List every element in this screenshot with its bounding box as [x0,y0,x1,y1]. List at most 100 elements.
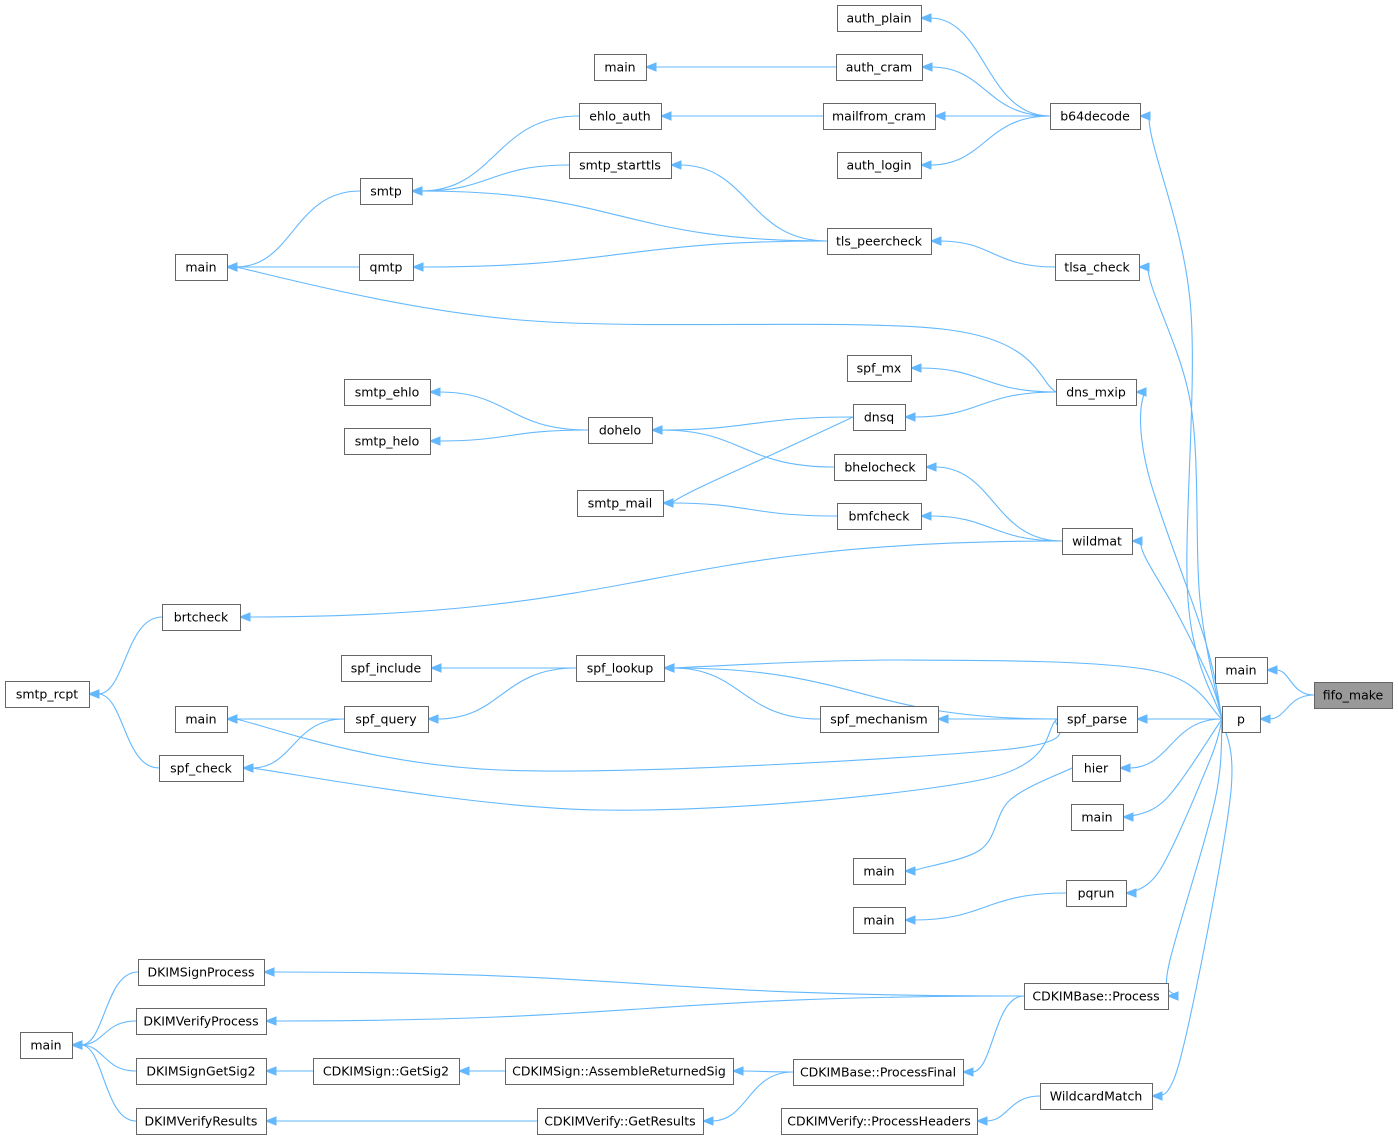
node-label: auth_cram [846,60,913,75]
node-dkim-verifyresults[interactable]: DKIMVerifyResults [136,1108,267,1135]
node-cdkim-process[interactable]: CDKIMBase::Process [1024,983,1169,1010]
node-dkim-signgetsig2[interactable]: DKIMSignGetSig2 [136,1058,267,1085]
edge-line [1159,718,1233,1097]
edge-hier-to-p [1118,718,1223,773]
node-auth-plain[interactable]: auth_plain [837,5,922,32]
edge-line [420,115,580,192]
node-smtp-mail[interactable]: smtp_mail [577,490,664,517]
node-spf-mechanism[interactable]: spf_mechanism [820,706,939,733]
node-dohelo[interactable]: dohelo [588,417,653,444]
node-dnsq[interactable]: dnsq [853,404,906,431]
node-spf-lookup[interactable]: spf_lookup [576,655,665,682]
edge-pqrun-to-p [1124,718,1223,898]
node-pqrun[interactable]: pqrun [1066,880,1127,907]
node-spf-check[interactable]: spf_check [159,755,244,782]
node-bmfcheck[interactable]: bmfcheck [837,503,922,530]
node-label: DKIMSignProcess [148,965,255,980]
node-spf-mx[interactable]: spf_mx [847,355,912,382]
node-label: dns_mxip [1066,385,1126,400]
node-main-sq[interactable]: main [175,254,228,281]
node-label: wildmat [1072,534,1122,549]
node-label: CDKIMSign::GetSig2 [323,1064,449,1079]
arrowhead-icon [731,1066,744,1076]
edge-line [235,266,1057,393]
edge-line [80,971,139,1046]
node-label: DKIMSignGetSig2 [146,1064,255,1079]
arrowhead-icon [920,62,933,72]
node-smtp-ehlo[interactable]: smtp_ehlo [344,379,431,406]
node-cdkimverify-getresults[interactable]: CDKIMVerify::GetResults [537,1108,704,1135]
arrowhead-icon [650,425,663,435]
node-main-hier[interactable]: main [853,858,906,885]
node-qmtp[interactable]: qmtp [359,254,414,281]
node-b64decode[interactable]: b64decode [1050,103,1141,130]
node-spf-parse[interactable]: spf_parse [1057,706,1138,733]
node-smtp-helo[interactable]: smtp_helo [344,428,431,455]
node-main-ac[interactable]: main [594,54,647,81]
edge-line [251,718,1058,811]
node-box [820,706,939,733]
edge-line [671,502,838,517]
edge-spf-lookup-to-p [662,659,1223,720]
edge-cdkimverify-processheaders-to-wildcardmatch [975,1095,1041,1126]
edge-line [929,17,1051,117]
node-cdkimsign-assemble[interactable]: CDKIMSign::AssembleReturnedSig [505,1058,734,1085]
node-tlsa-check[interactable]: tlsa_check [1055,254,1140,281]
node-main-spf[interactable]: main [175,706,228,733]
edge-line [672,667,1058,720]
edge-dohelo-to-bhelocheck [650,425,835,468]
node-cdkimverify-processheaders[interactable]: CDKIMVerify::ProcessHeaders [781,1108,978,1135]
arrowhead-icon [457,1066,470,1076]
node-box [344,428,431,455]
node-auth-cram[interactable]: auth_cram [836,54,923,81]
node-spf-include[interactable]: spf_include [341,655,432,682]
arrowhead-icon [1137,262,1150,272]
node-smtp-rcpt[interactable]: smtp_rcpt [5,681,90,708]
node-dkim-verifyprocess[interactable]: DKIMVerifyProcess [136,1008,267,1035]
edge-line [939,240,1056,268]
node-box [836,54,923,81]
node-main-fm[interactable]: main [1215,657,1268,684]
node-p[interactable]: p [1222,706,1261,733]
edge-line [420,190,828,242]
node-cdkimsign-getsig2[interactable]: CDKIMSign::GetSig2 [313,1058,460,1085]
node-label: smtp_ehlo [355,385,420,400]
arrowhead-icon [87,689,100,699]
arrowhead-icon [1130,536,1143,546]
node-box [1056,379,1137,406]
arrowhead-icon [1121,812,1134,822]
node-cdkim-processfinal[interactable]: CDKIMBase::ProcessFinal [793,1059,964,1086]
arrowhead-icon [701,1116,714,1126]
arrowhead-icon [264,1066,277,1076]
node-main-dkim[interactable]: main [20,1032,73,1059]
edge-ehlo-auth-to-mailfrom-cram [659,111,823,121]
node-bhelocheck[interactable]: bhelocheck [834,454,927,481]
node-box [576,655,665,682]
edge-line [929,515,1063,542]
node-main-pq[interactable]: main [853,907,906,934]
node-brtcheck[interactable]: brtcheck [162,604,241,631]
node-wildcardmatch[interactable]: WildcardMatch [1040,1083,1153,1110]
node-label: main [1225,663,1256,678]
node-mailfrom-cram[interactable]: mailfrom_cram [823,103,936,130]
node-label: b64decode [1060,109,1130,124]
node-main-p1[interactable]: main [1071,804,1124,831]
node-tls-peercheck[interactable]: tls_peercheck [827,228,932,255]
node-label: bhelocheck [844,460,916,475]
node-wildmat[interactable]: wildmat [1062,528,1133,555]
node-label: pqrun [1078,886,1115,901]
node-smtp[interactable]: smtp [360,178,413,205]
node-dns-mxip[interactable]: dns_mxip [1056,379,1137,406]
node-hier[interactable]: hier [1072,755,1121,782]
edge-line [80,1044,137,1072]
node-auth-login[interactable]: auth_login [837,152,922,179]
node-spf-query[interactable]: spf_query [344,706,429,733]
node-ehlo-auth[interactable]: ehlo_auth [579,103,662,130]
node-dkim-signprocess[interactable]: DKIMSignProcess [138,959,265,986]
node-label: ehlo_auth [589,109,650,124]
edge-main-dkim-to-dkim-verifyresults [70,1040,137,1122]
node-smtp-starttls[interactable]: smtp_starttls [569,152,672,179]
edge-line [913,391,1057,418]
node-box [1314,682,1393,709]
node-label: spf_include [351,661,422,676]
